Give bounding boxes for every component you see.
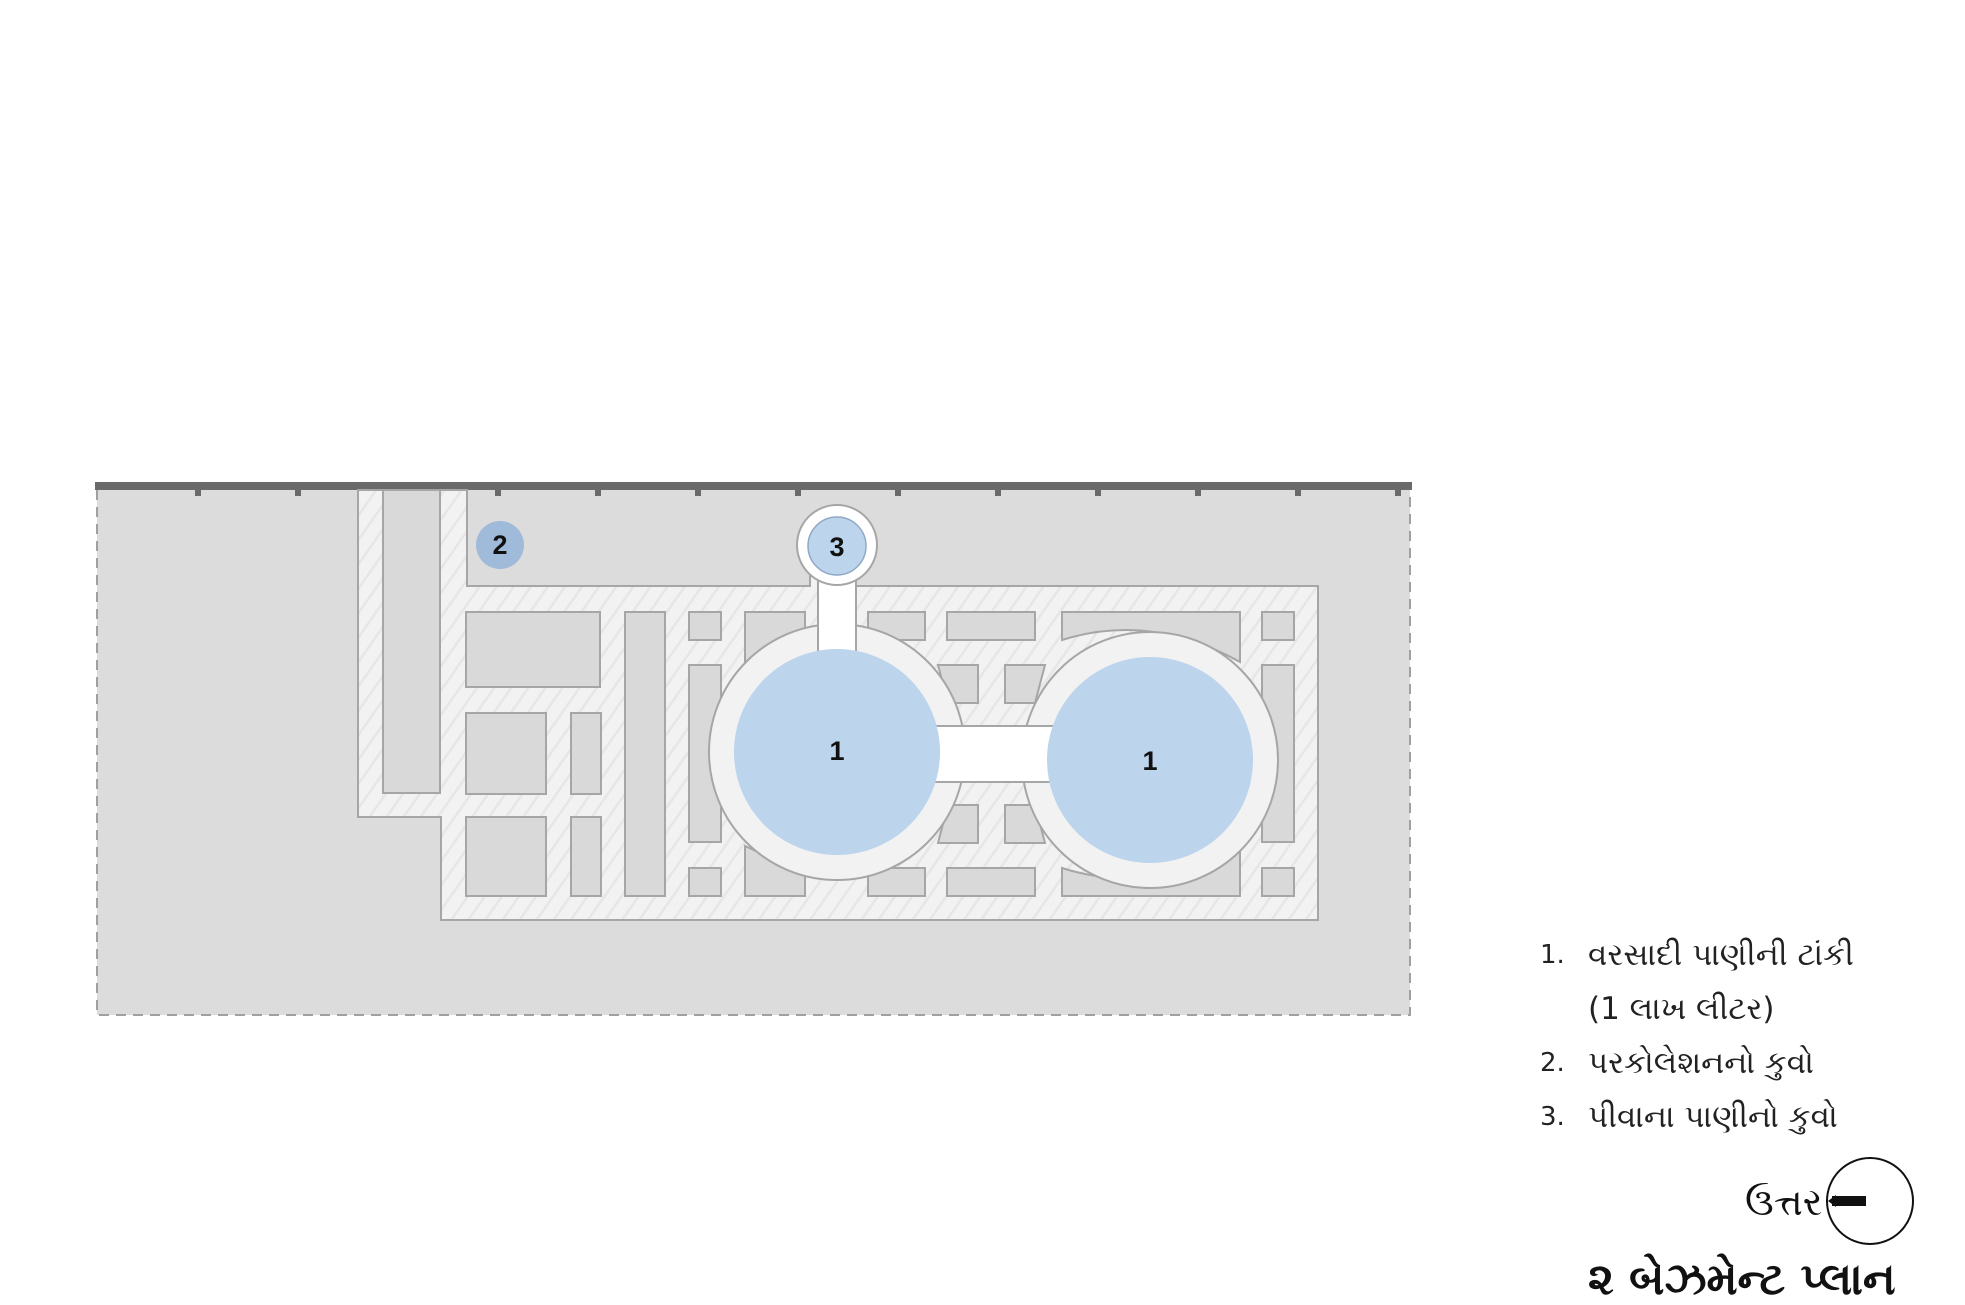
- legend-number: 1.: [1540, 940, 1565, 970]
- legend-item-continuation: (1 લાખ લીટર): [1540, 982, 1854, 1036]
- service-strip: [382, 489, 441, 794]
- legend-text: (1 લાખ લીટર): [1588, 990, 1775, 1027]
- rainwater-tank-right: [1047, 657, 1253, 863]
- legend: 1. વરસાદી પાણીની ટાંકી (1 લાખ લીટર) 2. પ…: [1540, 928, 1854, 1144]
- tank-left-marker: 1: [829, 736, 844, 766]
- basement-rooms: [465, 611, 1295, 897]
- percolation-well-marker: 2: [492, 530, 507, 560]
- percolation-well: [476, 521, 524, 569]
- site-top-edge: [95, 482, 1412, 490]
- legend-item: 2. પરકોલેશનનો કુવો: [1540, 1036, 1854, 1090]
- tank-right-marker: 1: [1142, 746, 1157, 776]
- tank-connector: [934, 725, 1058, 783]
- legend-number: 2.: [1540, 1048, 1565, 1078]
- legend-text: પીવાના પાણીનો કુવો: [1588, 1098, 1838, 1135]
- legend-text: વરસાદી પાણીની ટાંકી: [1588, 936, 1854, 973]
- drinking-well-marker: 3: [829, 532, 844, 562]
- plan-title: ૨ બેઝમેન્ટ પ્લાન: [1588, 1254, 1896, 1305]
- north-label: ઉત્તર: [1745, 1180, 1823, 1224]
- rainwater-tank-left: [734, 649, 940, 855]
- legend-text: પરકોલેશનનો કુવો: [1588, 1044, 1814, 1081]
- drinking-water-well: [807, 516, 867, 576]
- legend-number: 3.: [1540, 1102, 1565, 1132]
- north-arrow-icon: [1826, 1157, 1914, 1245]
- legend-item: 1. વરસાદી પાણીની ટાંકી: [1540, 928, 1854, 982]
- legend-item: 3. પીવાના પાણીનો કુવો: [1540, 1090, 1854, 1144]
